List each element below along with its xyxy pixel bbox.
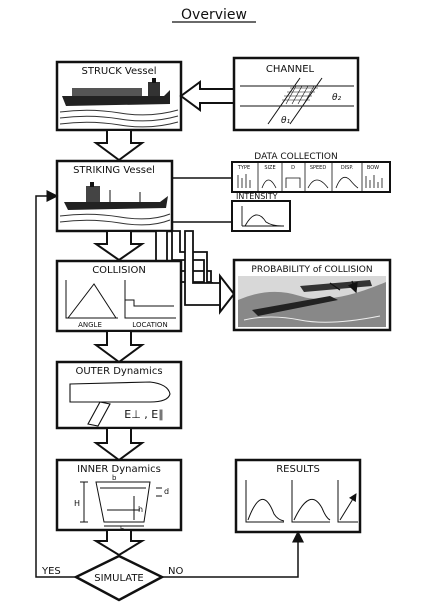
outer-to-inner-arrow: [92, 427, 146, 462]
yes-label: YES: [41, 566, 61, 577]
struck-vessel-label: STRUCK Vessel: [81, 66, 156, 77]
striking-ship-illustration: [59, 182, 171, 226]
simulate-decision: SIMULATE: [73, 554, 165, 602]
results-plot-3: [337, 480, 358, 523]
results-plot-2: [291, 480, 331, 523]
striking-vessel-box: STRIKING Vessel: [55, 159, 174, 233]
yes-loop-line: [35, 190, 76, 578]
outer-hull-shape: [69, 381, 171, 403]
location-plot: [124, 280, 176, 319]
data-collection-columns: TYPE SIZE D SPEED DISP. BOW: [237, 165, 379, 171]
probability-arrow-shaft: [184, 230, 221, 306]
channel-to-struck-arrow: [179, 80, 235, 112]
outer-dynamics-box: OUTER Dynamics E⊥ , E∥: [55, 360, 183, 430]
striking-vessel-label: STRIKING Vessel: [73, 165, 155, 176]
intensity-label: INTENSITY: [236, 192, 278, 201]
diagram-title: Overview: [181, 7, 247, 23]
probability-label: PROBABILITY of COLLISION: [251, 265, 372, 275]
no-label: NO: [168, 566, 183, 577]
results-box: RESULTS: [234, 458, 360, 534]
inner-d-label: d: [164, 487, 169, 496]
results-label: RESULTS: [276, 464, 320, 475]
col-disp: DISP.: [341, 165, 354, 171]
probability-arrowhead: [219, 273, 236, 315]
inner-to-simulate-arrow: [92, 529, 146, 557]
struck-to-striking-arrow: [92, 129, 146, 162]
simulate-label: SIMULATE: [94, 573, 144, 584]
striking-to-collision-arrow: [92, 230, 146, 262]
outer-dynamics-label: OUTER Dynamics: [75, 366, 162, 377]
data-collection-box: DATA COLLECTION TYPE SIZE D SPEED DISP. …: [231, 152, 391, 193]
channel-box: CHANNEL θ₂ θ₁: [232, 56, 360, 132]
channel-grid: [282, 85, 318, 105]
channel-label: CHANNEL: [266, 64, 315, 75]
inner-by-label: b: [112, 474, 117, 482]
inner-trapezoid: [95, 481, 151, 523]
outer-energy-label: E⊥ , E∥: [124, 408, 163, 421]
struck-ship-illustration: [59, 78, 179, 128]
angle-plot: [65, 280, 118, 319]
inner-h-label: h: [138, 505, 143, 514]
collision-label: COLLISION: [92, 265, 146, 276]
col-size: SIZE: [264, 165, 275, 171]
angle-label: ANGLE: [78, 321, 102, 329]
inner-dynamics-label: INNER Dynamics: [77, 464, 161, 475]
inner-H-label: H: [74, 499, 80, 508]
collision-to-outer-arrow: [92, 330, 146, 364]
location-label: LOCATION: [132, 321, 167, 329]
theta2-label: θ₂: [332, 93, 342, 103]
intensity-curve: [241, 206, 284, 227]
col-bow: BOW: [367, 165, 379, 171]
probability-illustration: [238, 276, 386, 327]
probability-box: PROBABILITY of COLLISION: [232, 258, 392, 332]
struck-vessel-box: STRUCK Vessel: [55, 60, 183, 132]
col-type: TYPE: [237, 165, 250, 171]
theta1-label: θ₁: [281, 116, 291, 126]
col-d: D: [291, 165, 295, 171]
data-collection-label: DATA COLLECTION: [254, 152, 337, 162]
intensity-box: INTENSITY: [231, 192, 291, 232]
inner-dynamics-box: INNER Dynamics b H h b d: [55, 458, 183, 534]
results-plot-1: [245, 480, 285, 523]
outer-striking-bow: [87, 401, 111, 427]
collision-box: COLLISION ANGLE LOCATION: [55, 259, 183, 333]
col-speed: SPEED: [310, 165, 327, 171]
no-line: [162, 530, 304, 578]
